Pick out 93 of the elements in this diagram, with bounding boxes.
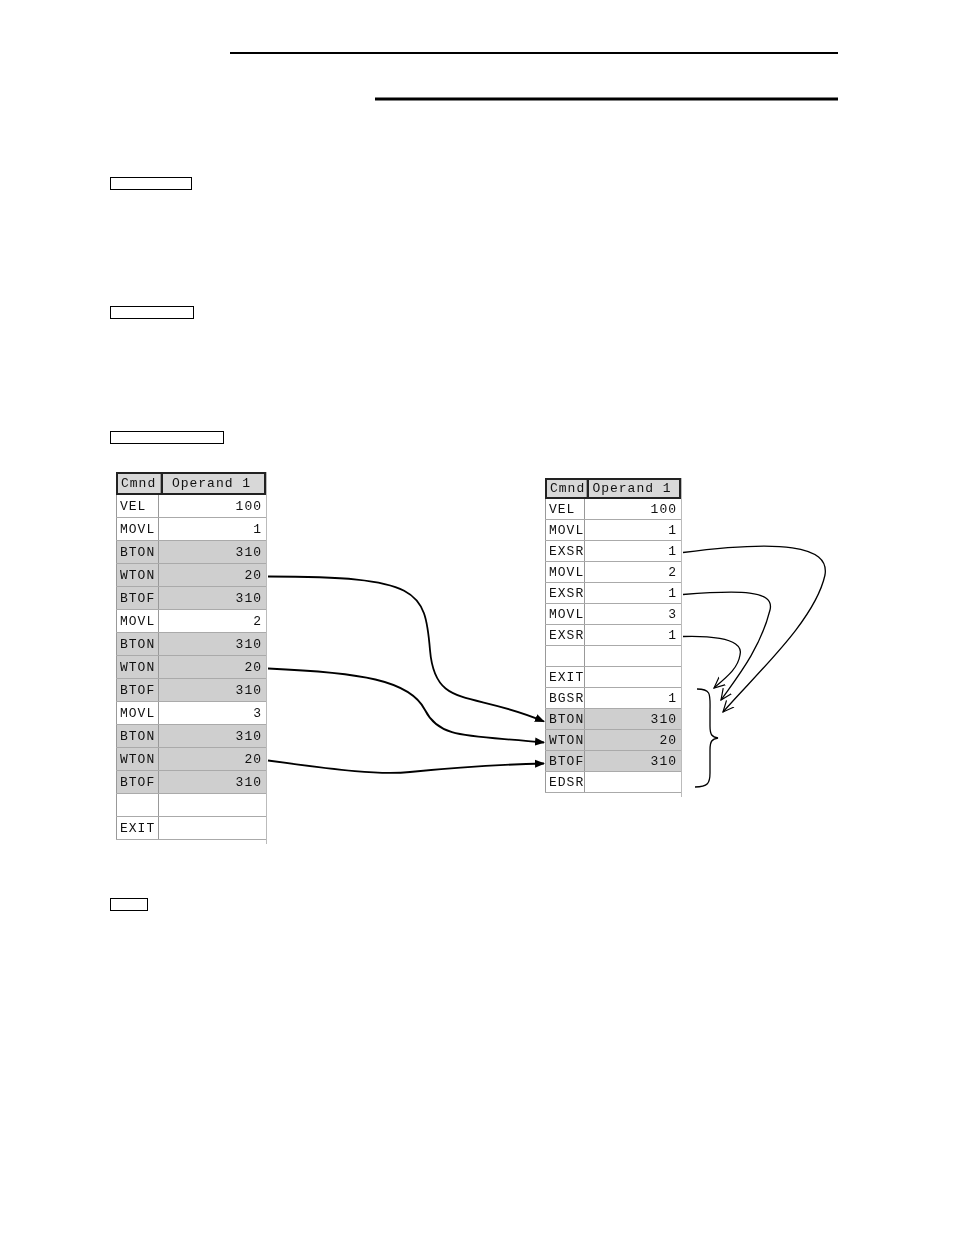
command-name: WTON [545,730,585,750]
table-row [545,583,681,604]
command-name: BTON [116,633,159,655]
command-name: WTON [116,656,159,678]
command-name: MOVL [116,610,159,632]
command-name: MOVL [116,518,159,540]
table-row [545,541,681,562]
table-row [116,495,266,518]
table-row [545,562,681,583]
command-name: MOVL [545,604,585,624]
command-name: VEL [545,499,585,519]
table-row [545,772,681,793]
command-name: EXSR [545,625,585,645]
operand-value: 100 [649,500,678,519]
table-row [545,499,681,520]
blank-table-row [116,794,266,817]
arrow [267,667,545,746]
table-row [545,604,681,625]
table-row [545,709,681,730]
operand-value: 1 [667,689,678,708]
program-table [116,472,267,844]
table-row [545,520,681,541]
table-row [116,564,266,587]
operand-value: 310 [234,543,263,562]
table-row [116,725,266,748]
command-name: WTON [116,564,159,586]
arrow [267,575,545,723]
curly-bracket [695,686,721,789]
column-heading: Operand 1 [161,474,264,493]
program-table [545,478,682,797]
command-name: BTOF [116,587,159,609]
operand-value: 1 [667,626,678,645]
operand-value: 3 [667,605,678,624]
command-name: BTON [116,725,159,747]
command-name: EDSR [545,772,585,792]
operand-value: 310 [234,635,263,654]
operand-value: 3 [252,704,263,723]
arrow [267,759,545,774]
operand-value: 100 [234,497,263,516]
operand-value: 1 [667,521,678,540]
table-row [545,625,681,646]
command-name: MOVL [116,702,159,724]
operand-value: 310 [234,589,263,608]
operand-value: 310 [649,752,678,771]
command-name: MOVL [545,562,585,582]
table-row [116,587,266,610]
command-name: EXIT [116,817,159,839]
blank-table-row [545,646,681,667]
column-heading: Cmnd [547,480,587,497]
operand-value: 310 [234,681,263,700]
operand-value: 310 [649,710,678,729]
table-row [116,679,266,702]
table-row [116,610,266,633]
command-name: WTON [116,748,159,770]
table-row [116,702,266,725]
operand-value: 2 [252,612,263,631]
command-name: BTOF [545,751,585,771]
operand-value: 1 [252,520,263,539]
operand-value: 20 [243,750,263,769]
operand-value: 2 [667,563,678,582]
curved-arrow [682,591,772,701]
column-heading: Cmnd [118,474,161,493]
operand-value: 20 [658,731,678,750]
operand-value: 20 [243,566,263,585]
command-name: EXIT [545,667,585,687]
command-name: EXSR [545,541,585,561]
command-name: BTON [545,709,585,729]
table-row [116,771,266,794]
command-name: BTOF [116,679,159,701]
command-name: BTOF [116,771,159,793]
table-row [116,518,266,541]
operand-value: 1 [667,584,678,603]
table-row [116,633,266,656]
command-name: VEL [116,495,159,517]
command-name: BTON [116,541,159,563]
command-name: EXSR [545,583,585,603]
table-row [116,656,266,679]
operand-value: 310 [234,773,263,792]
table-row [116,541,266,564]
operand-value: 20 [243,658,263,677]
command-name: MOVL [545,520,585,540]
curved-arrow [682,635,741,689]
table-row [545,730,681,751]
operand-value: 310 [234,727,263,746]
table-row [545,751,681,772]
table-row [116,748,266,771]
table-row [545,667,681,688]
table-row [116,817,266,840]
operand-value: 1 [667,542,678,561]
table-row [545,688,681,709]
command-name: BGSR [545,688,585,708]
curved-arrow [682,545,826,713]
column-heading: Operand 1 [587,480,679,497]
